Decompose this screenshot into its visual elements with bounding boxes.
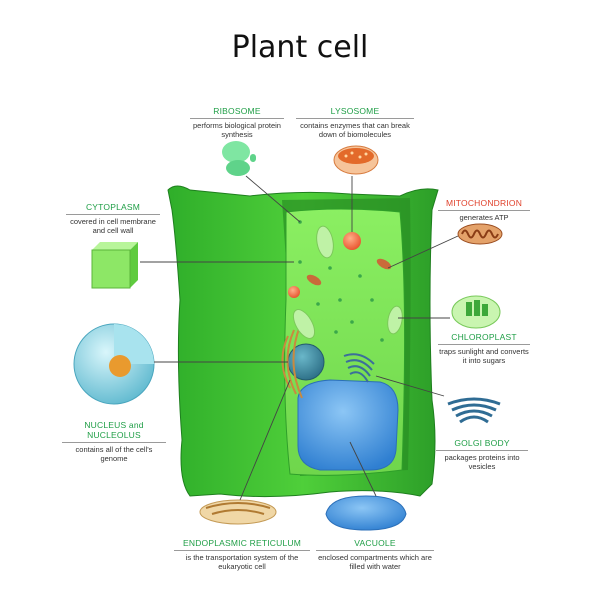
mitochondrion-rule	[438, 210, 530, 211]
chloroplast-inner-2	[292, 309, 316, 339]
vacuole-inner	[297, 379, 399, 471]
mitochondrion-inner-1	[306, 274, 322, 286]
ribosome-heading: RIBOSOME	[213, 106, 261, 116]
cytoplasm-cube	[91, 242, 138, 289]
lysosome-rule	[296, 118, 414, 119]
label-vacuole: VACUOLE enclosed compartments which are …	[316, 538, 434, 571]
chloroplast-heading: CHLOROPLAST	[451, 332, 517, 342]
mitochondrion-desc: generates ATP	[459, 213, 509, 222]
er-rule	[174, 550, 310, 551]
nucleus-desc: contains all of the cell's genome	[75, 445, 153, 463]
label-ribosome: RIBOSOME performs biological protein syn…	[190, 106, 284, 139]
cytoplasm-desc: covered in cell membrane and cell wall	[70, 217, 156, 235]
golgi-icon	[447, 397, 501, 424]
vacuole-icon	[325, 495, 407, 531]
golgi-rule	[436, 450, 528, 451]
label-chloroplast: CHLOROPLAST traps sunlight and converts …	[438, 332, 530, 365]
vacuole-heading: VACUOLE	[354, 538, 396, 548]
leader-lines	[140, 175, 459, 501]
label-mitochondrion: MITOCHONDRION generates ATP	[438, 198, 530, 222]
nucleus-sphere	[73, 323, 155, 405]
chloroplast-inner-3	[387, 305, 403, 335]
mitochondrion-inner-2	[376, 258, 392, 270]
label-er: ENDOPLASMIC RETICULUM is the transportat…	[174, 538, 310, 571]
vacuole-desc: enclosed compartments which are filled w…	[318, 553, 432, 571]
nucleus-rule	[62, 442, 166, 443]
mitochondrion-icon	[457, 223, 503, 245]
label-nucleus: NUCLEUS and NUCLEOLUS contains all of th…	[62, 420, 166, 463]
chloroplast-desc: traps sunlight and converts it into suga…	[439, 347, 529, 365]
golgi-heading: GOLGI BODY	[454, 438, 510, 448]
label-lysosome: LYSOSOME contains enzymes that can break…	[296, 106, 414, 139]
chloroplast-icon	[451, 295, 501, 329]
mitochondrion-heading: MITOCHONDRION	[445, 198, 523, 208]
lysosome-heading: LYSOSOME	[330, 106, 380, 116]
ribosome-icon	[222, 141, 256, 176]
chloroplast-inner-1	[316, 225, 334, 259]
lysosome-icon	[333, 145, 379, 175]
cytoplasm-rule	[66, 214, 160, 215]
golgi-inner	[343, 353, 375, 383]
cytoplasm-heading: CYTOPLASM	[85, 202, 141, 212]
chloroplast-rule	[438, 344, 530, 345]
label-golgi: GOLGI BODY packages proteins into vesicl…	[436, 438, 528, 471]
nucleus-heading: NUCLEUS and NUCLEOLUS	[84, 420, 144, 440]
er-desc: is the transportation system of the euka…	[185, 553, 299, 571]
lysosome-inner	[343, 232, 361, 250]
page-title: Plant cell	[231, 30, 369, 65]
lysosome-desc: contains enzymes that can break down of …	[300, 121, 410, 139]
vacuole-rule	[316, 550, 434, 551]
label-cytoplasm: CYTOPLASM covered in cell membrane and c…	[66, 202, 160, 235]
lysosome-inner-2	[288, 286, 300, 298]
golgi-desc: packages proteins into vesicles	[444, 453, 520, 471]
er-heading: ENDOPLASMIC RETICULUM	[182, 538, 302, 548]
er-icon	[199, 499, 277, 525]
ribosome-rule	[190, 118, 284, 119]
ribosome-desc: performs biological protein synthesis	[193, 121, 281, 139]
